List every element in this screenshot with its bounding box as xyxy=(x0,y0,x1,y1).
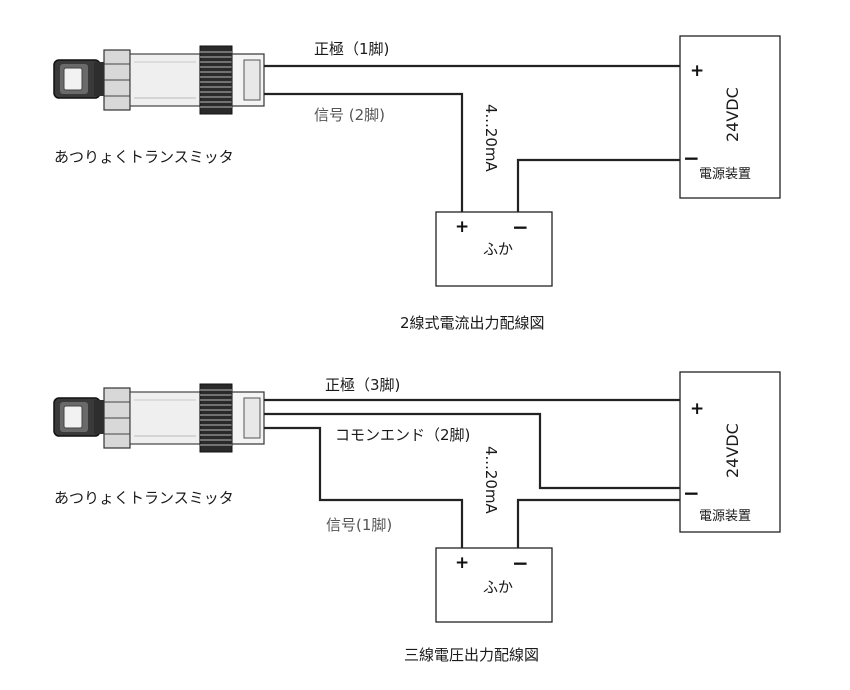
load-minus-sign: − xyxy=(512,551,529,575)
signal-wire-top xyxy=(264,92,464,214)
current-range-label: 4...20mA xyxy=(482,446,500,515)
power-minus-sign: − xyxy=(683,146,700,170)
common-wire-bottom xyxy=(264,412,680,490)
power-supply-box xyxy=(679,371,781,533)
power-plus-sign: + xyxy=(690,61,704,81)
return-wire-top xyxy=(516,158,680,214)
current-range-label: 4...20mA xyxy=(482,104,500,173)
power-supply-name: 電源装置 xyxy=(699,167,751,182)
power-plus-sign: + xyxy=(690,399,704,419)
load-plus-sign: + xyxy=(455,217,469,237)
diagram-caption: 三線電圧出力配線図 xyxy=(404,646,539,664)
signal-wire-bottom xyxy=(264,426,464,550)
sensor-label: あつりょくトランスミッタ xyxy=(54,489,234,507)
power-voltage-label: 24VDC xyxy=(723,87,742,142)
diagram-caption: 2線式電流出力配線図 xyxy=(400,314,545,332)
positive-wire-label: 正極（1脚) xyxy=(314,40,389,58)
load-name: ふか xyxy=(483,240,513,258)
signal-wire-label: 信号(1脚) xyxy=(326,516,392,534)
load-name: ふか xyxy=(483,578,513,596)
power-voltage-label: 24VDC xyxy=(723,423,742,478)
load-box xyxy=(435,547,553,623)
power-minus-sign: − xyxy=(683,481,700,505)
positive-wire-label: 正極（3脚) xyxy=(325,376,400,394)
pressure-transmitter-icon xyxy=(53,383,265,453)
power-supply-name: 電源装置 xyxy=(699,509,751,524)
load-box xyxy=(435,211,553,287)
return-wire-bottom xyxy=(516,498,680,550)
sensor-label: あつりょくトランスミッタ xyxy=(54,148,234,166)
bottom-diagram: + − 24VDC 電源装置 + − ふか 正極（3脚) コモンエンド（2脚) … xyxy=(53,371,781,664)
load-minus-sign: − xyxy=(512,215,529,239)
signal-wire-label: 信号 (2脚) xyxy=(314,106,385,124)
load-plus-sign: + xyxy=(455,553,469,573)
top-diagram: + − 24VDC 電源装置 + − ふか 正極（1脚) 信号 (2脚) 4..… xyxy=(53,35,781,332)
power-supply-box xyxy=(679,35,781,199)
common-wire-label: コモンエンド（2脚) xyxy=(335,426,470,444)
pressure-transmitter-icon xyxy=(53,45,265,115)
